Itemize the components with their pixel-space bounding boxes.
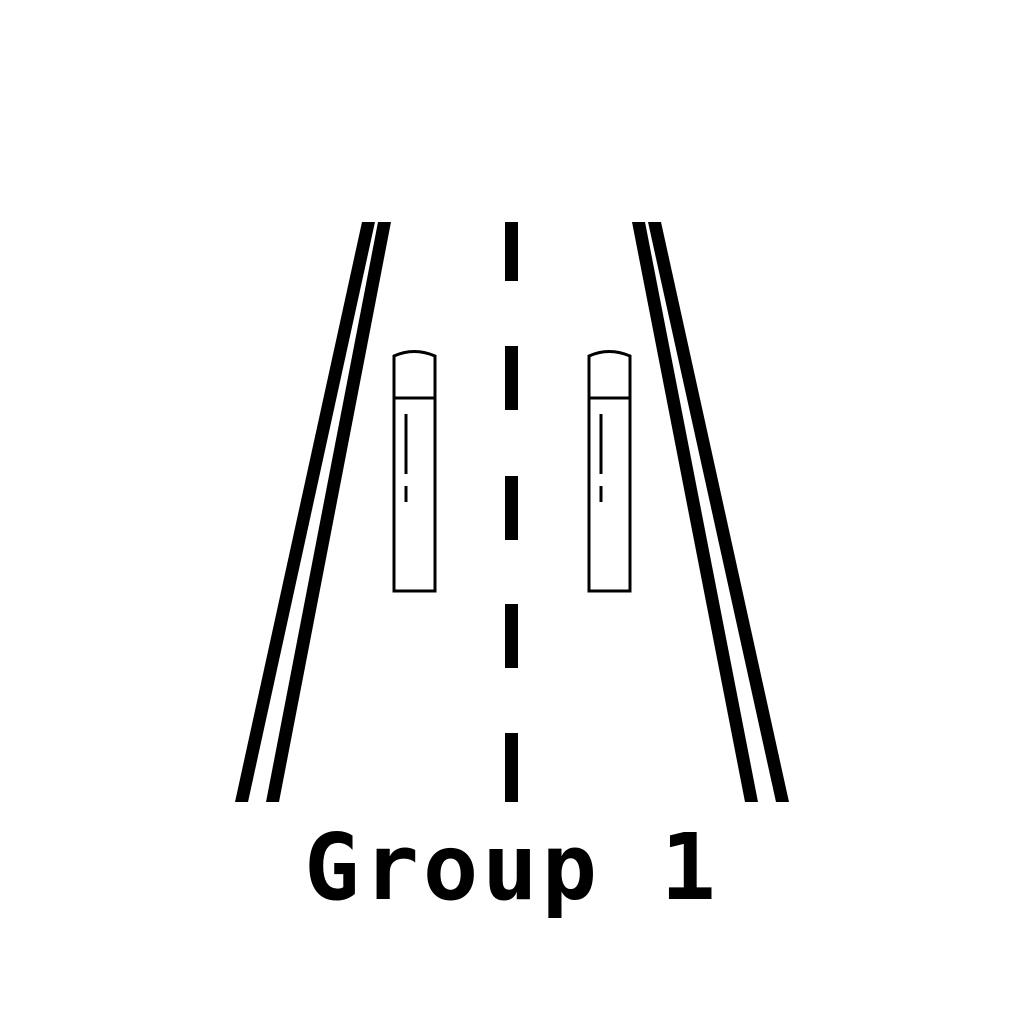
left-edge-inner-line	[266, 222, 391, 802]
vehicle-body	[392, 350, 437, 593]
right-edge-outer-line	[648, 222, 789, 802]
right-lane-vehicle	[587, 350, 632, 593]
divider-dash	[505, 604, 518, 668]
divider-dash	[505, 222, 518, 281]
left-edge-outer-line	[235, 222, 375, 802]
vehicle-body	[587, 350, 632, 593]
divider-dash	[505, 476, 518, 540]
right-edge-inner-line	[632, 222, 758, 802]
center-lane-divider	[505, 222, 518, 802]
right-road-edge	[632, 222, 789, 802]
group-caption: Group 1	[304, 814, 720, 921]
divider-dash	[505, 346, 518, 410]
left-road-edge	[235, 222, 391, 802]
divider-dash	[505, 733, 518, 802]
left-lane-vehicle	[392, 350, 437, 593]
